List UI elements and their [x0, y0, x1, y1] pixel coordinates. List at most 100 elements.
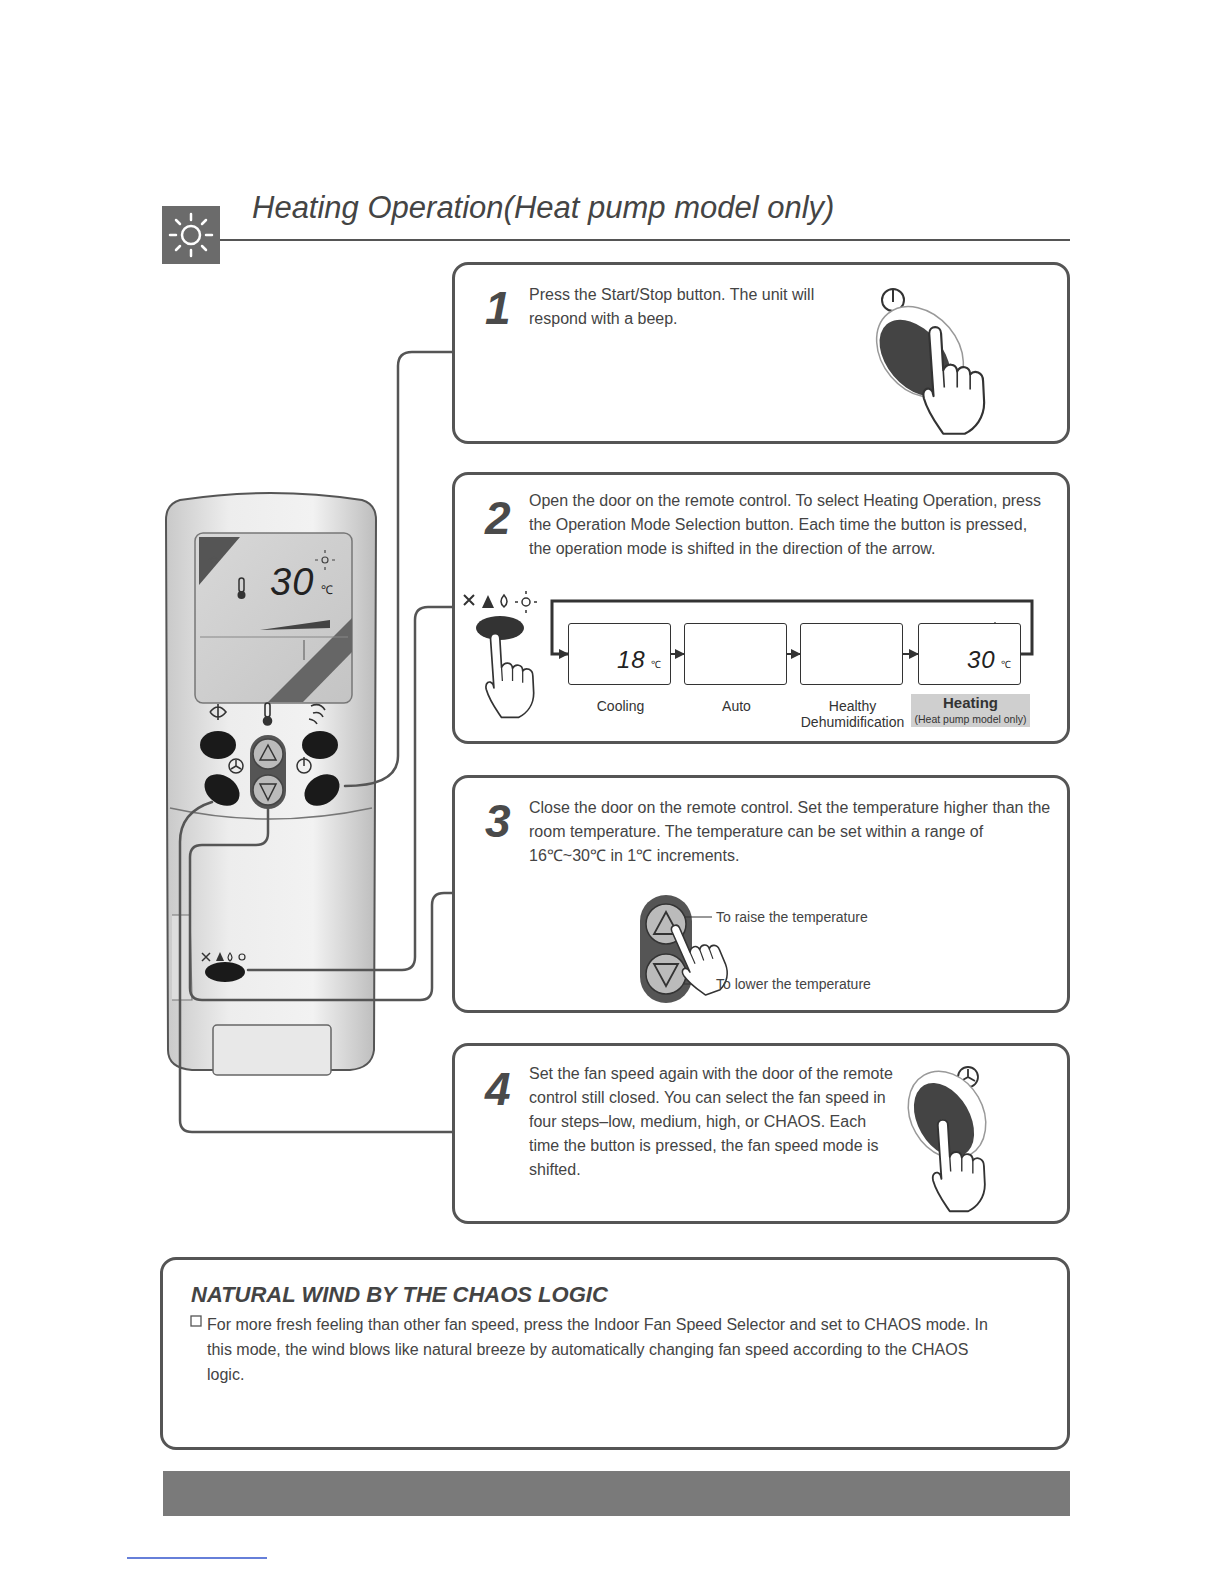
remote-control	[238, 591, 246, 599]
mode-button	[464, 591, 537, 717]
title-icon	[206, 234, 212, 237]
remote-control	[205, 962, 245, 982]
mode-display: Heating(Heat pump model only)30℃	[918, 623, 1021, 685]
leader-line	[345, 352, 452, 786]
footer-bar	[163, 1471, 1070, 1516]
bullet-box	[191, 1316, 201, 1326]
mode-arrow	[903, 653, 918, 655]
remote-control	[268, 618, 352, 702]
title-icon	[170, 214, 212, 256]
remote-control	[260, 745, 276, 760]
step-box: 2 Open the door on the remote control. To…	[452, 472, 1070, 744]
step-number: 3	[485, 798, 511, 844]
page-title: Heating Operation(Heat pump model only)	[252, 188, 834, 228]
link-underline	[127, 1557, 267, 1559]
title-icon	[202, 246, 206, 250]
lcd-temperature: 30	[270, 563, 314, 601]
temperature-buttons	[646, 954, 686, 994]
mode-display: Cooling18℃	[568, 623, 671, 685]
title-icon	[202, 220, 206, 224]
node-text: NATURAL WIND BY THE CHAOS LOGIC	[191, 1282, 1031, 1308]
remote-control	[228, 953, 232, 961]
step-number: 1	[485, 285, 511, 331]
leader-line	[248, 607, 452, 970]
title-icon	[176, 220, 180, 224]
remote-control	[210, 704, 226, 720]
mode-button	[486, 634, 534, 718]
remote-control	[304, 640, 305, 660]
node-text: Healthy Dehumidification	[789, 698, 916, 730]
remote-control	[195, 533, 352, 703]
remote-control	[239, 578, 244, 592]
leader-line	[190, 808, 452, 1000]
mode-button	[464, 595, 474, 605]
remote-control	[250, 735, 286, 809]
mode-button	[515, 591, 537, 613]
node-text: (Heat pump model only)	[911, 712, 1030, 727]
remote-control	[229, 757, 311, 773]
remote-control	[303, 757, 305, 766]
node-text: Heating	[911, 694, 1030, 712]
remote-control	[170, 808, 372, 819]
mode-display: Healthy Dehumidification	[800, 623, 903, 685]
remote-control	[229, 759, 243, 773]
remote-control	[322, 557, 328, 563]
step-number: 2	[485, 495, 511, 541]
node-text: ℃	[651, 660, 661, 670]
remote-control	[265, 703, 270, 717]
node-text: Press the Start/Stop button. The unit wi…	[529, 283, 869, 331]
remote-control	[216, 952, 224, 961]
callout-label: To raise the temperature	[716, 909, 868, 925]
title-icon	[176, 246, 180, 250]
mode-button	[501, 595, 507, 607]
node-text: ℃	[1001, 660, 1011, 670]
remote-control	[202, 953, 210, 961]
node-text: Open the door on the remote control. To …	[529, 489, 1051, 561]
start-stop-button	[892, 289, 894, 302]
node-text: Set the fan speed again with the door of…	[529, 1062, 897, 1182]
title-icon	[190, 214, 193, 220]
remote-control	[260, 620, 330, 630]
remote-control	[166, 493, 376, 1070]
mode-arrow	[787, 653, 800, 655]
remote-control	[315, 550, 335, 570]
step-number: 4	[485, 1066, 511, 1112]
remote-control	[202, 952, 245, 961]
remote-control	[264, 717, 272, 725]
fan-button	[893, 1057, 1001, 1211]
remote-control	[166, 493, 376, 1075]
remote-control	[302, 731, 338, 759]
start-stop-button	[923, 327, 984, 434]
remote-control	[213, 1025, 331, 1075]
remote-control	[200, 637, 348, 638]
fan-button	[933, 1120, 985, 1211]
title-icon	[162, 206, 220, 264]
temperature-buttons	[654, 964, 678, 986]
remote-control	[200, 731, 236, 759]
node-text: Close the door on the remote control. Se…	[529, 796, 1051, 868]
remote-control	[298, 768, 345, 813]
mode-button	[522, 598, 530, 606]
callout-label: To lower the temperature	[716, 976, 871, 992]
remote-control	[199, 537, 240, 585]
mode-display: Auto	[684, 623, 787, 685]
remote-control	[231, 760, 241, 769]
remote-control	[253, 775, 283, 805]
title-rule	[220, 239, 1070, 241]
leader-line	[180, 802, 452, 1132]
node-text: Auto	[679, 698, 794, 714]
title-icon	[170, 234, 176, 237]
remote-control	[209, 558, 219, 564]
step-box: 4 Set the fan speed again with the door o…	[452, 1043, 1070, 1224]
note-box: NATURAL WIND BY THE CHAOS LOGIC For more …	[160, 1257, 1070, 1450]
node-text: 30	[967, 648, 996, 672]
step-box: 1 Press the Start/Stop button. The unit w…	[452, 262, 1070, 444]
node-text: 18	[617, 648, 646, 672]
leader-line	[180, 352, 452, 1132]
title-icon	[190, 250, 193, 256]
node-text: For more fresh feeling than other fan sp…	[207, 1312, 1007, 1387]
remote-control	[210, 703, 325, 725]
node-text: Cooling	[563, 698, 678, 714]
title-icon	[182, 226, 200, 244]
